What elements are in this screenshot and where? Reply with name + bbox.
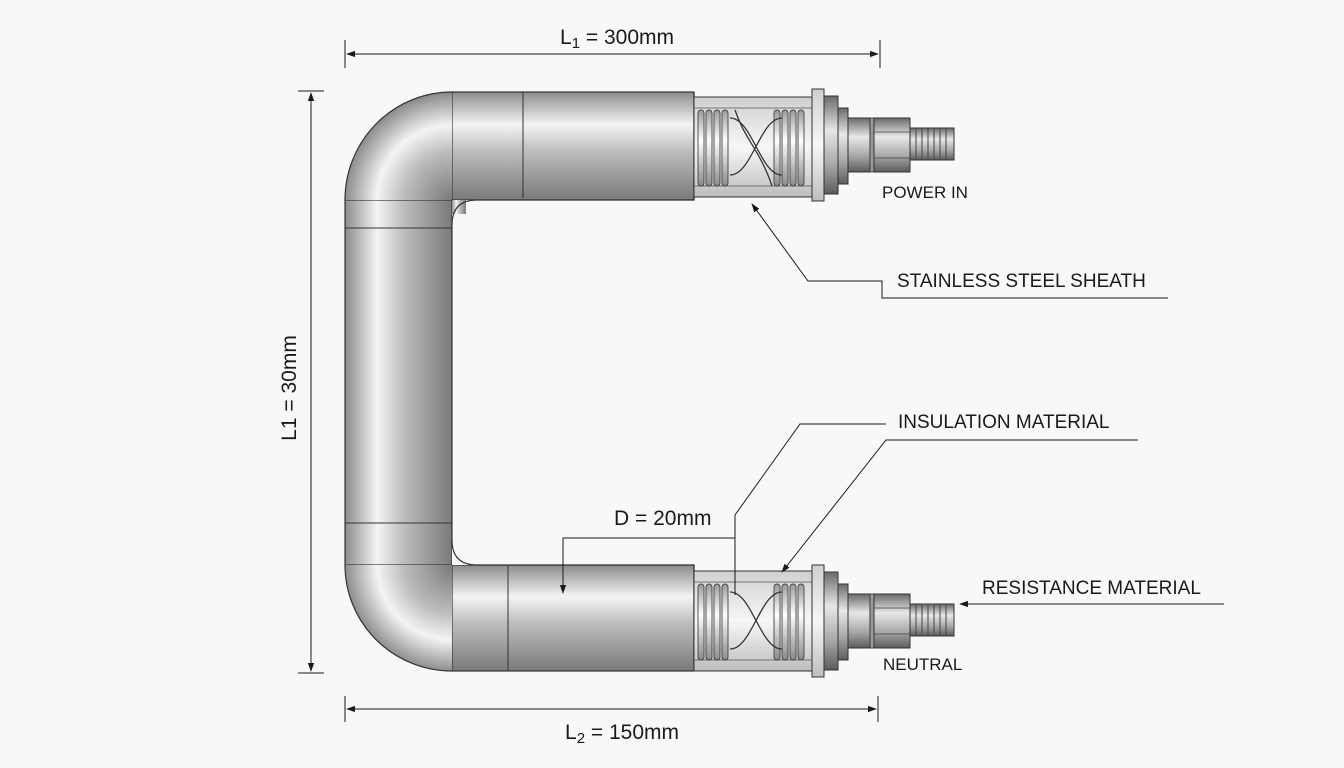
dimension-top <box>344 40 881 68</box>
stainless-steel-sheath-label: STAINLESS STEEL SHEATH <box>897 271 1146 292</box>
bottom-hex-nut <box>873 593 911 649</box>
diameter-leader <box>559 537 735 594</box>
diameter-label: D = 20mm <box>614 507 711 530</box>
bottom-bend <box>345 565 452 671</box>
dimension-bottom <box>344 696 879 722</box>
top-coil <box>697 109 805 187</box>
insulation-leader <box>734 423 1138 595</box>
top-nut-2 <box>847 117 871 173</box>
dimension-vertical <box>298 90 324 674</box>
insulation-material-label: INSULATION MATERIAL <box>898 412 1110 433</box>
bottom-nut-2 <box>847 593 871 649</box>
bottom-nut-1 <box>837 583 849 661</box>
top-terminal-assembly <box>693 88 955 202</box>
heating-tube <box>344 91 695 672</box>
resistance-material-label: RESISTANCE MATERIAL <box>982 578 1201 599</box>
bottom-terminal-assembly <box>693 564 955 678</box>
neutral-label: NEUTRAL <box>883 655 962 674</box>
top-straight-section <box>451 91 695 201</box>
top-hex-nut <box>873 117 911 173</box>
top-length-label: L1 = 300mm <box>560 26 674 52</box>
top-threaded-stud <box>909 127 955 161</box>
power-in-label: POWER IN <box>882 183 968 202</box>
bottom-threaded-stud <box>909 603 955 637</box>
top-flange <box>811 88 825 202</box>
bottom-resistance-wire <box>729 591 783 650</box>
vertical-section <box>344 199 453 566</box>
top-nut-1 <box>837 107 849 185</box>
top-bend <box>345 92 452 200</box>
vertical-length-label: L1 = 30mm <box>278 335 301 441</box>
bottom-flange <box>811 564 825 678</box>
top-resistance-wire <box>729 109 783 187</box>
bottom-coil <box>697 583 805 661</box>
bottom-length-label: L2 = 150mm <box>565 721 679 747</box>
bottom-straight-section <box>451 564 695 672</box>
sheath-leader <box>751 203 1168 299</box>
